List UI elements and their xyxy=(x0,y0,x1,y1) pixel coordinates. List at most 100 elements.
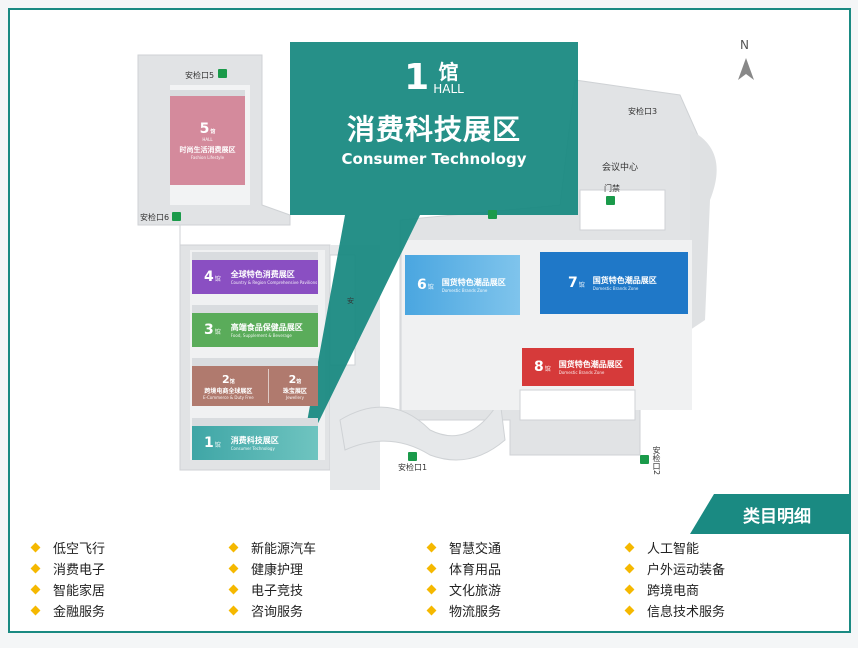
legend-item: 文化旅游 xyxy=(426,580,502,599)
legend-item-label: 新能源汽车 xyxy=(251,542,317,557)
hall-3-cn: 高端食品保健品展区 xyxy=(230,323,303,332)
diamond-bullet-icon xyxy=(228,584,239,595)
diamond-bullet-icon xyxy=(624,563,635,574)
hall-2-ecommerce[interactable]: 2馆 跨境电商全球展区 E-Commerce & Duty Free xyxy=(203,373,254,400)
hall-1-number: 1 xyxy=(204,435,214,451)
legend-item-label: 户外运动装备 xyxy=(647,563,726,578)
legend-item: 智能家居 xyxy=(30,580,106,599)
diamond-bullet-icon xyxy=(426,542,437,553)
callout-hall-number: 1 xyxy=(404,57,430,98)
hall-2[interactable]: 2馆 跨境电商全球展区 E-Commerce & Duty Free 2馆 珠宝… xyxy=(192,358,318,406)
hall-5-cn: 时尚生活消费展区 xyxy=(179,146,236,154)
meeting-center-label: 会议中心 xyxy=(602,163,639,173)
legend-item-label: 物流服务 xyxy=(449,605,502,620)
legend-item: 健康护理 xyxy=(228,559,304,578)
gate-2-icon xyxy=(640,455,649,464)
legend-item-label: 智慧交通 xyxy=(449,542,502,557)
gate-3-label: 安检口3 xyxy=(628,107,658,116)
legend-item-label: 咨询服务 xyxy=(251,605,304,620)
hall-8-cn: 国货特色潮品展区 xyxy=(558,360,623,369)
hall-1-en: Consumer Technology xyxy=(230,446,275,451)
door-icon xyxy=(606,196,615,205)
hall-4-number: 4 xyxy=(204,269,214,285)
diamond-bullet-icon xyxy=(426,584,437,595)
diamond-bullet-icon xyxy=(426,563,437,574)
legend-item-label: 电子竞技 xyxy=(251,584,304,599)
hall-7-cn: 国货特色潮品展区 xyxy=(592,276,657,285)
legend-item: 智慧交通 xyxy=(426,538,502,557)
hall-6-en: Domestic Brands Zone xyxy=(441,288,488,293)
legend-item-label: 体育用品 xyxy=(449,563,502,578)
hall-6-cn: 国货特色潮品展区 xyxy=(441,278,506,287)
gate-1-icon xyxy=(408,452,417,461)
hall-2b-char: 馆 xyxy=(296,378,302,385)
hall-3-en: Food, Supplement & Beverage xyxy=(230,333,292,338)
hall-4-cn: 全球特色消费展区 xyxy=(230,270,295,279)
hall-3-number: 3 xyxy=(204,322,214,338)
callout-shape xyxy=(290,42,578,460)
callout-title-en: Consumer Technology xyxy=(341,150,527,168)
diamond-bullet-icon xyxy=(624,542,635,553)
legend-item-label: 信息技术服务 xyxy=(647,605,726,620)
legend-item: 跨境电商 xyxy=(624,580,700,599)
north-label: N xyxy=(740,38,749,52)
legend-item: 信息技术服务 xyxy=(624,601,726,620)
legend-item-label: 健康护理 xyxy=(251,563,304,578)
gate-6-icon xyxy=(172,212,181,221)
gate-5-icon xyxy=(218,69,227,78)
legend-item: 金融服务 xyxy=(30,601,105,620)
exit-icon xyxy=(488,210,497,219)
hall-4-en: Country & Region Comprehensive Pavilions xyxy=(230,280,318,285)
callout-title-cn: 消费科技展区 xyxy=(346,113,521,146)
hall-7-char: 馆 xyxy=(578,282,585,289)
hall-8-char: 馆 xyxy=(544,366,551,373)
hall-6-number: 6 xyxy=(417,277,427,293)
hall-2a-char: 馆 xyxy=(229,378,235,385)
callout-title: 1 馆 HALL 消费科技展区 Consumer Technology xyxy=(290,57,578,169)
legend-item: 电子竞技 xyxy=(228,580,304,599)
hall-2-jewellery[interactable]: 2馆 珠宝展区 Jewellery xyxy=(283,373,307,400)
diamond-bullet-icon xyxy=(228,542,239,553)
hall-7-number: 7 xyxy=(568,275,578,291)
gate-6-label: 安检口6 xyxy=(140,213,170,222)
diamond-bullet-icon xyxy=(624,605,635,616)
hall-2a-cn: 跨境电商全球展区 xyxy=(204,387,253,395)
callout-hall-char: 馆 xyxy=(438,60,459,85)
legend-item: 低空飞行 xyxy=(30,538,105,557)
hall-2b-en: Jewellery xyxy=(285,394,304,400)
gate-side-label: 安 xyxy=(347,297,354,305)
hall-1-char: 馆 xyxy=(214,442,221,449)
hall-5[interactable]: 5 馆 HALL 时尚生活消费展区 Fashion Lifestyle xyxy=(170,90,245,185)
legend-item-label: 跨境电商 xyxy=(647,584,700,599)
hall-8-en: Domestic Brands Zone xyxy=(558,370,605,375)
legend-item-label: 人工智能 xyxy=(647,542,700,557)
diamond-bullet-icon xyxy=(228,605,239,616)
legend-item: 体育用品 xyxy=(426,559,502,578)
callout-hall-en: HALL xyxy=(433,82,464,97)
hall-6-char: 馆 xyxy=(427,284,434,291)
hall-2a-number: 2 xyxy=(222,372,230,386)
legend-item-label: 文化旅游 xyxy=(449,584,502,599)
legend-item: 户外运动装备 xyxy=(624,559,726,578)
legend-item: 咨询服务 xyxy=(228,601,304,620)
diamond-bullet-icon xyxy=(426,605,437,616)
legend-item: 消费电子 xyxy=(30,559,105,578)
legend-list: 低空飞行 新能源汽车 智慧交通 人工智能消费电子 健康护理 体育用品 户外运动装备智能家居 电… xyxy=(10,530,850,630)
hall-2b-cn: 珠宝展区 xyxy=(282,387,307,395)
hall-3-char: 馆 xyxy=(214,329,221,336)
gate-2-label: 安检口2 xyxy=(652,446,661,476)
legend-item: 物流服务 xyxy=(426,601,502,620)
hall-7-en: Domestic Brands Zone xyxy=(592,286,639,291)
legend-item-label: 智能家居 xyxy=(53,584,106,599)
diamond-bullet-icon xyxy=(30,563,41,574)
legend-title: 类目明细 xyxy=(690,494,850,534)
hall-2b-number: 2 xyxy=(288,372,297,386)
diamond-bullet-icon xyxy=(228,563,239,574)
gate-5-label: 安检口5 xyxy=(185,71,215,80)
